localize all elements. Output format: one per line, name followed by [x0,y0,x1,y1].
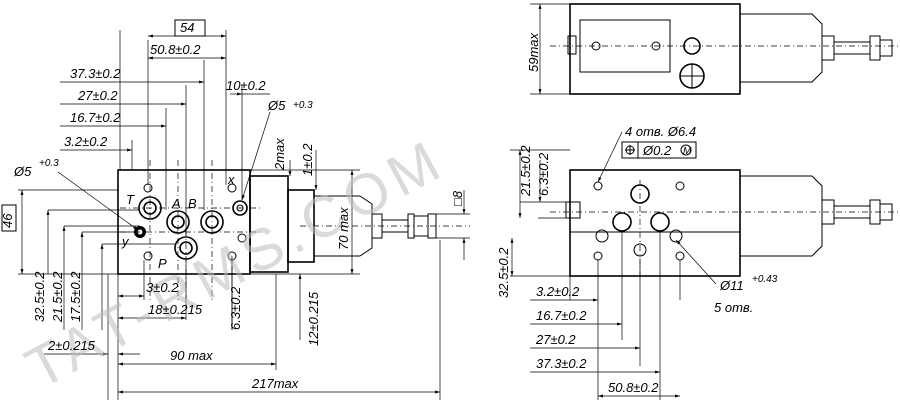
label-side-dim-16-7: 16.7±0.2 [536,308,587,323]
label-dim-6-3-left: 6.3±0.2 [228,286,243,330]
label-port-t: T [126,192,135,207]
label-port-p: P [158,256,167,271]
side-view [510,131,900,400]
label-dia-5-right: Ø5 [267,98,286,113]
mount-hole-1 [143,183,153,193]
label-dim-217max: 217max [251,376,299,391]
label-dim-21-5-right: 21.5±0.2 [518,145,533,197]
label-holes-4: 4 отв. Ø6.4 [625,124,696,139]
mount-hole-5 [237,233,247,243]
label-dim-32-5-left: 32.5±0.2 [32,271,47,322]
label-dim-6-3-right: 6.3±0.2 [536,152,551,196]
top-view [530,3,900,95]
label-side-dim-27: 27±0.2 [535,332,576,347]
label-position-m: M [683,146,692,157]
label-position-tol: Ø0.2 [642,143,672,158]
label-dim-21-5-left: 21.5±0.2 [50,271,65,323]
label-dim-2max: 2max [272,138,287,171]
label-dim-17-5: 17.5±0.2 [68,271,83,322]
label-port-a: A [171,196,181,211]
mount-hole-2 [143,251,153,261]
label-dim-square-8: □8 [450,190,465,206]
dim-54-box [174,19,206,37]
label-port-b: B [188,196,197,211]
label-dia-5-left-tol: +0.3 [39,158,59,169]
label-dim-1: 1±0.2 [300,143,315,176]
label-dia-5-right-tol: +0.3 [293,100,313,111]
label-port-y: y [121,234,130,249]
front-view [1,19,470,400]
adjuster-screw [382,213,437,239]
label-dim-3-bottom: 3±0.2 [146,280,179,295]
label-dim-27: 27±0.2 [77,88,118,103]
label-side-dim-37-3: 37.3±0.2 [536,356,587,371]
label-holes-5: 5 отв. [714,300,753,315]
mount-hole-3 [227,183,237,193]
label-dia-11: Ø11 [719,278,744,293]
watermark: TAT-RMS.COM [16,127,456,402]
dim-46-box [1,204,17,232]
label-dim-46: 46 [0,213,15,228]
label-dim-2: 2±0.215 [47,338,96,353]
label-side-dim-3-2: 3.2±0.2 [536,284,580,299]
label-dim-32-5-right: 32.5±0.2 [496,247,511,298]
label-dim-37-3: 37.3±0.2 [70,66,121,81]
label-dim-70max: 70 max [336,207,351,250]
label-side-dim-50-8: 50.8±0.2 [608,380,659,395]
label-dim-90max: 90 max [170,348,213,363]
tolerance-frame [621,141,697,159]
label-dia-11-tol: +0.43 [752,274,778,285]
label-dim-50-8: 50.8±0.2 [150,42,201,57]
label-dim-16-7: 16.7±0.2 [70,110,121,125]
label-port-x: x [227,172,235,187]
label-dim-3-2: 3.2±0.2 [64,134,108,149]
label-dim-59max: 59max [526,32,541,72]
labels: 54 50.8±0.2 37.3±0.2 27±0.2 16.7±0.2 3.2… [0,20,778,395]
label-dim-18: 18±0.215 [148,302,203,317]
label-dim-54: 54 [180,20,194,35]
label-dim-12: 12±0.215 [306,291,321,346]
label-dia-5-left: Ø5 [13,164,32,179]
label-dim-10: 10±0.2 [226,78,266,93]
